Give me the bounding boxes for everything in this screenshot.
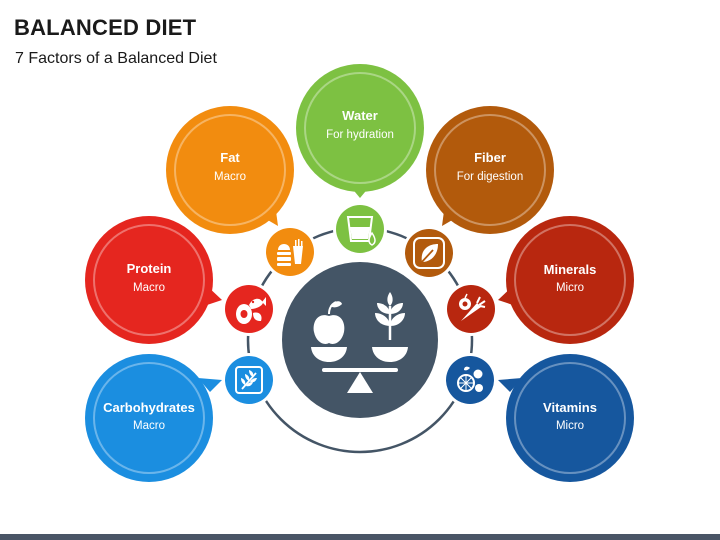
icon-badge-disc bbox=[446, 356, 494, 404]
factor-carbohydrates-category: Macro bbox=[133, 420, 165, 432]
page-subtitle: 7 Factors of a Balanced Diet bbox=[15, 50, 217, 67]
factor-bubble-protein bbox=[85, 216, 222, 344]
factor-fat-name: Fat bbox=[220, 150, 240, 165]
fruits-icon bbox=[457, 366, 483, 392]
icon-badge-disc bbox=[447, 285, 495, 333]
leaf-icon bbox=[413, 237, 445, 269]
vegetables-icon bbox=[459, 293, 486, 321]
factor-minerals-category: Micro bbox=[556, 282, 584, 294]
bubble-inner-disc bbox=[514, 362, 626, 474]
balance-scale-icon bbox=[311, 292, 408, 393]
bubble-pointer bbox=[198, 378, 222, 392]
fast-food-icon bbox=[277, 239, 303, 266]
icon-badge-minerals bbox=[444, 282, 498, 336]
factor-bubble-vitamins bbox=[498, 354, 634, 482]
bubble-inner-disc bbox=[514, 224, 626, 336]
bubble-pointer bbox=[498, 378, 522, 392]
bubble-inner-disc bbox=[174, 114, 286, 226]
factor-carbohydrates-name: Carbohydrates bbox=[103, 400, 195, 415]
factor-bubble-fiber bbox=[426, 106, 554, 234]
factor-fiber-name: Fiber bbox=[474, 150, 506, 165]
factor-fat-category: Macro bbox=[214, 171, 246, 183]
meat-fish-icon bbox=[236, 297, 266, 324]
water-glass-icon bbox=[346, 216, 376, 246]
factor-bubble-carbohydrates bbox=[85, 354, 222, 482]
factor-protein-category: Macro bbox=[133, 282, 165, 294]
wheat-icon bbox=[235, 366, 263, 394]
page-title: BALANCED DIET bbox=[14, 15, 197, 40]
bubble-inner-disc bbox=[93, 224, 205, 336]
bubble-inner-disc bbox=[434, 114, 546, 226]
center-circle bbox=[282, 262, 438, 418]
factor-water-category: For hydration bbox=[326, 129, 394, 141]
factor-bubble-fat bbox=[166, 106, 294, 234]
factor-fiber-category: For digestion bbox=[457, 171, 523, 183]
factor-protein-name: Protein bbox=[127, 261, 172, 276]
factor-bubble-minerals bbox=[498, 216, 634, 344]
factor-water-name: Water bbox=[342, 108, 378, 123]
factor-bubble-water bbox=[296, 64, 424, 198]
center-hub bbox=[282, 262, 438, 418]
factor-minerals-name: Minerals bbox=[544, 262, 597, 277]
footer-bar bbox=[0, 534, 720, 540]
factor-vitamins-name: Vitamins bbox=[543, 400, 597, 415]
bubble-inner-disc bbox=[93, 362, 205, 474]
factor-vitamins-category: Micro bbox=[556, 420, 584, 432]
icon-badge-vitamins bbox=[443, 353, 497, 407]
bubble-inner-disc bbox=[304, 72, 416, 184]
